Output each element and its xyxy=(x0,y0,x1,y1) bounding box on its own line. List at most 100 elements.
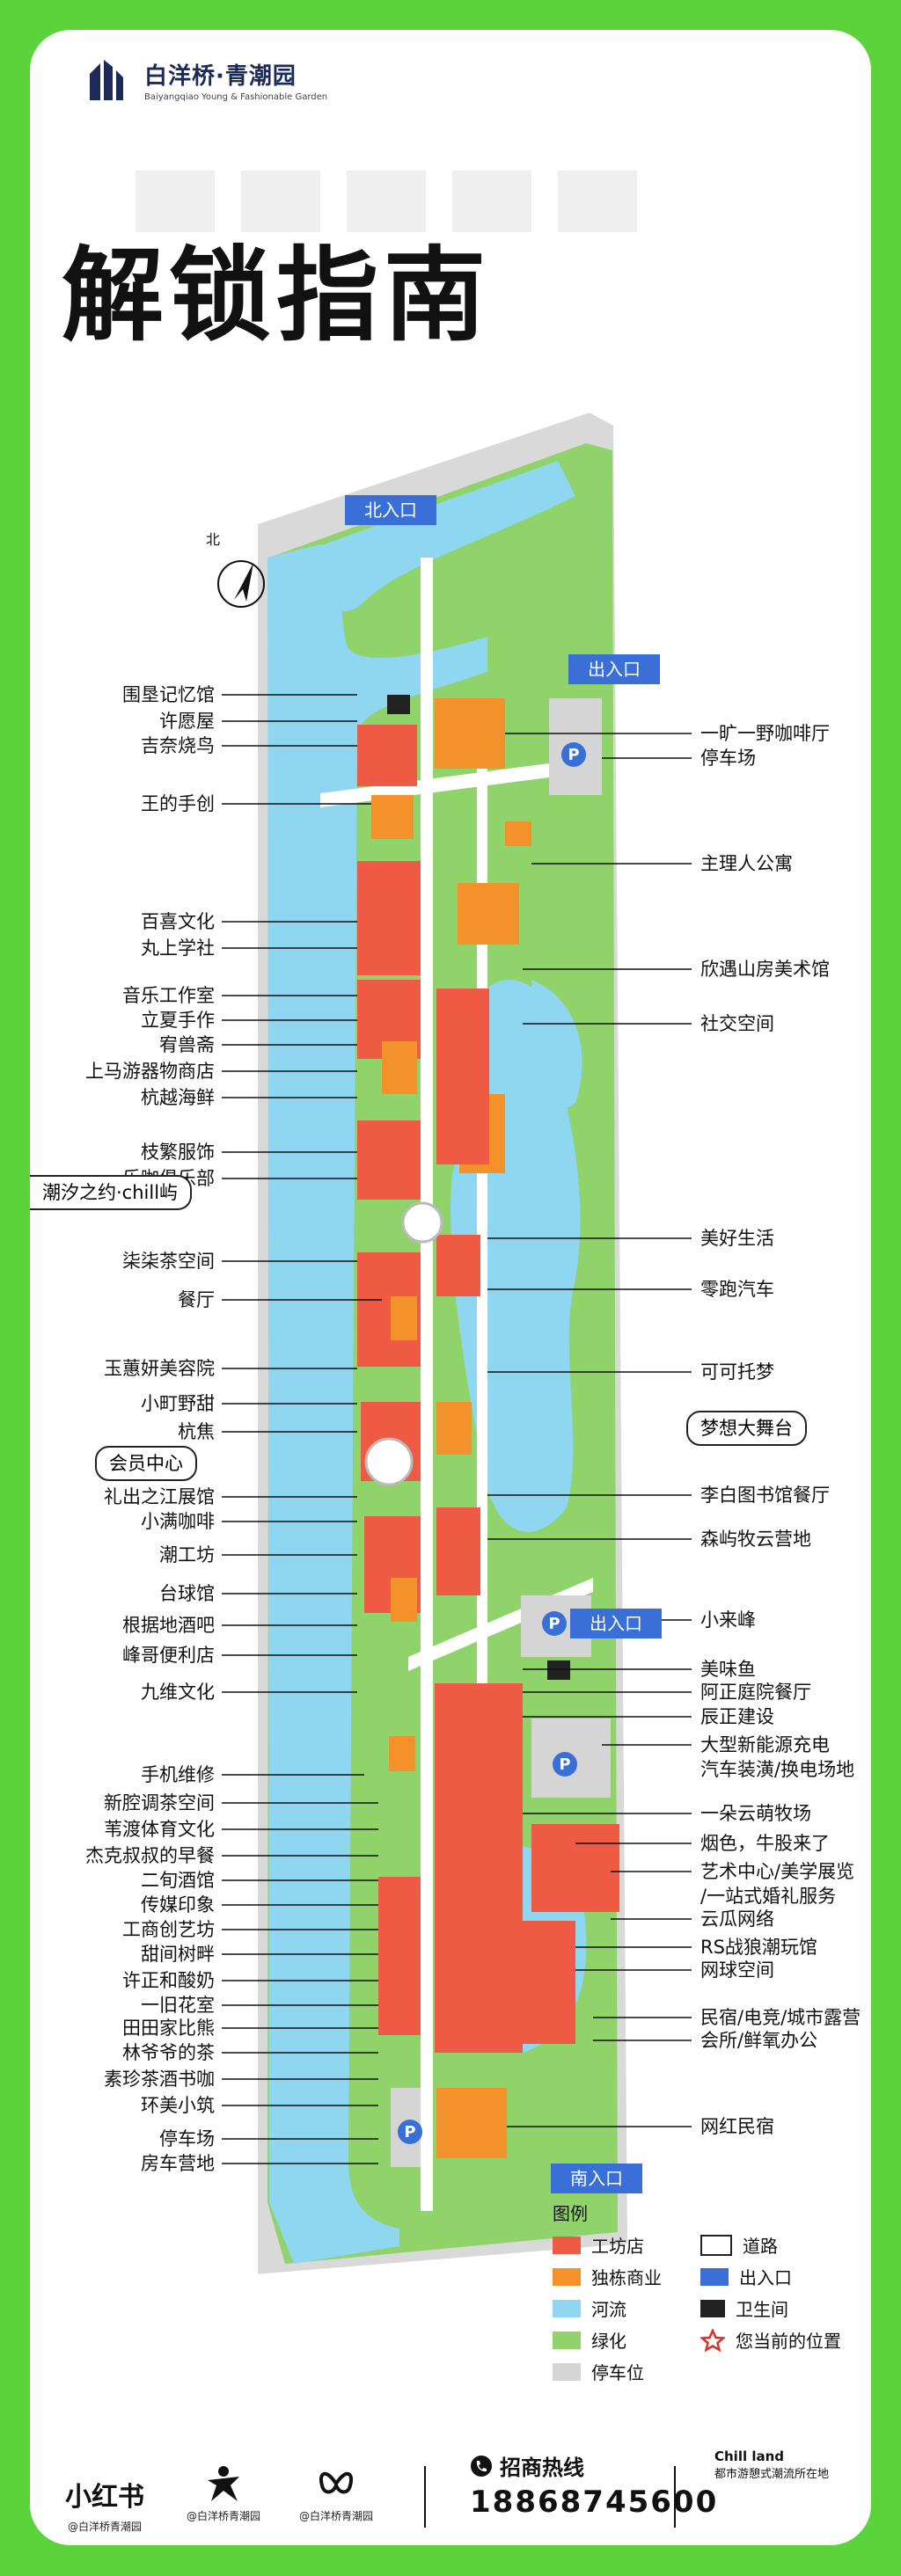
left-poi-label: 王的手创 xyxy=(141,793,215,814)
parking-areas xyxy=(391,698,611,2167)
left-poi-label: 新腔调茶空间 xyxy=(104,1792,215,1813)
legend-label: 道路 xyxy=(743,2236,778,2257)
xhs-handle: @白洋桥青潮园 xyxy=(67,2521,142,2533)
chill-island-box: 潮汐之约·chill屿 xyxy=(30,1175,193,1210)
guide-card: 白洋桥·青潮园 Baiyangqiao Young & Fashionable … xyxy=(30,30,871,2545)
left-poi-label: 工商创艺坊 xyxy=(122,1919,215,1940)
butterfly-icon xyxy=(319,2472,353,2494)
left-poi-label: 手机维修 xyxy=(141,1764,215,1785)
svg-text:P: P xyxy=(559,1755,570,1774)
brand-subtitle: Baiyangqiao Young & Fashionable Garden xyxy=(144,92,328,102)
xhs-logo: 小红书 xyxy=(65,2482,144,2513)
chill-plaza xyxy=(401,1201,443,1244)
legend-swatch xyxy=(553,2331,581,2349)
left-poi-label: 潮工坊 xyxy=(159,1544,215,1565)
river xyxy=(267,544,487,2264)
brand-header: 白洋桥·青潮园 Baiyangqiao Young & Fashionable … xyxy=(83,56,327,104)
right-poi-label: 民宿/电竞/城市露营 xyxy=(700,2007,861,2028)
left-poi-label: 餐厅 xyxy=(178,1289,215,1310)
right-poi-label: 可可托梦 xyxy=(700,1361,774,1383)
left-poi-label: 许正和酸奶 xyxy=(122,1970,215,1991)
douyin-handle: @白洋桥青潮园 xyxy=(187,2510,261,2522)
page-title: 解锁指南 xyxy=(62,237,491,355)
left-poi-label: 礼出之江展馆 xyxy=(104,1486,215,1507)
footer-divider-2 xyxy=(674,2466,676,2528)
legend-label: 停车位 xyxy=(591,2362,644,2383)
right-poi-label: 一旷一野咖啡厅 xyxy=(700,723,830,744)
legend-swatch xyxy=(553,2236,581,2254)
right-poi-label: 美味鱼 xyxy=(700,1659,756,1680)
left-poi-label: 一旧花室 xyxy=(141,1995,215,2016)
legend-item: 工坊店 xyxy=(553,2232,644,2258)
right-poi-label: 大型新能源充电 xyxy=(700,1734,830,1755)
person-icon xyxy=(208,2466,239,2501)
main-road xyxy=(421,558,433,2211)
svg-text:P: P xyxy=(404,2123,415,2142)
legend-label: 出入口 xyxy=(739,2267,792,2288)
legend-swatch xyxy=(700,2267,729,2286)
legend-swatch xyxy=(553,2362,581,2381)
left-poi-label: 小满咖啡 xyxy=(141,1511,215,1532)
right-poi-label: RS战狼潮玩馆 xyxy=(700,1937,817,1958)
right-poi-label: 美好生活 xyxy=(700,1228,774,1249)
left-poi-label: 林爷爷的茶 xyxy=(122,2042,215,2063)
left-poi-label: 立夏手作 xyxy=(141,1010,215,1031)
member-plaza xyxy=(364,1437,414,1486)
gate-south: 南入口 xyxy=(551,2164,642,2193)
leader-lines-right xyxy=(487,733,692,2127)
brand-logo-icon xyxy=(90,60,123,100)
svg-text:P: P xyxy=(548,1615,560,1633)
left-poi-label: 素珍茶酒书咖 xyxy=(104,2069,215,2090)
right-poi-label: 停车场 xyxy=(700,748,756,769)
legend-item: 出入口 xyxy=(700,2264,792,2289)
right-poi-label: 森屿牧云营地 xyxy=(700,1529,811,1550)
faded-background-text xyxy=(136,171,637,232)
brand-name: 白洋桥·青潮园 xyxy=(144,63,297,90)
left-poi-label: 根据地酒吧 xyxy=(122,1615,215,1636)
right-poi-label: 汽车装潢/换电场地 xyxy=(700,1759,855,1780)
right-poi-label: 欣遇山房美术馆 xyxy=(700,959,830,980)
legend-item: 河流 xyxy=(553,2295,626,2321)
right-poi-label: 主理人公寓 xyxy=(700,853,793,874)
gate-north: 北入口 xyxy=(345,495,436,525)
legend-item: 绿化 xyxy=(553,2327,626,2353)
gate-exit-1: 出入口 xyxy=(568,654,660,684)
legend-swatch xyxy=(553,2267,581,2286)
right-poi-label: 李白图书馆餐厅 xyxy=(700,1485,830,1506)
left-poi-label: 传媒印象 xyxy=(141,1894,215,1916)
left-poi-label: 环美小筑 xyxy=(141,2095,215,2116)
left-poi-label: 围垦记忆馆 xyxy=(122,684,215,705)
gate-exit-2: 出入口 xyxy=(570,1609,662,1638)
legend-swatch xyxy=(553,2299,581,2317)
left-poi-label: 杰克叔叔的早餐 xyxy=(85,1845,215,1866)
right-poi-label: 阿正庭院餐厅 xyxy=(700,1682,811,1703)
legend-swatch xyxy=(700,2234,732,2256)
right-poi-label: 云瓜网络 xyxy=(700,1908,774,1930)
right-poi-label: 小来峰 xyxy=(700,1609,756,1631)
compass-icon xyxy=(217,560,265,608)
right-poi-label: 艺术中心/美学展览 xyxy=(700,1861,855,1882)
hotline-number[interactable]: 18868745600 xyxy=(470,2485,719,2520)
left-poi-label: 杭焦 xyxy=(178,1421,215,1442)
river-north xyxy=(311,461,575,611)
left-poi-label: 柒柒茶空间 xyxy=(122,1251,215,1272)
left-poi-label: 许愿屋 xyxy=(159,711,215,732)
leader-lines-left xyxy=(222,694,382,2164)
footer-divider-1 xyxy=(424,2466,426,2528)
left-poi-label: 二旬酒馆 xyxy=(141,1870,215,1891)
legend-label: 工坊店 xyxy=(591,2236,644,2257)
legend-label: 河流 xyxy=(591,2299,626,2320)
left-poi-label: 停车场 xyxy=(159,2128,215,2149)
left-poi-label: 宥兽斋 xyxy=(159,1034,215,1055)
legend-label: 绿化 xyxy=(591,2331,626,2352)
legend-item: 独栋商业 xyxy=(553,2264,662,2289)
left-poi-label: 丸上学社 xyxy=(141,938,215,959)
chill-title: Chill land xyxy=(714,2448,785,2464)
hotline-label: 招商热线 xyxy=(500,2456,584,2480)
workshop-blocks-east xyxy=(435,989,619,2053)
other-handle: @白洋桥青潮园 xyxy=(299,2510,374,2522)
right-poi-label: 会所/鲜氧办公 xyxy=(700,2030,818,2051)
douyin-account: @白洋桥青潮园 xyxy=(187,2464,260,2523)
legend-item: 道路 xyxy=(700,2232,778,2258)
